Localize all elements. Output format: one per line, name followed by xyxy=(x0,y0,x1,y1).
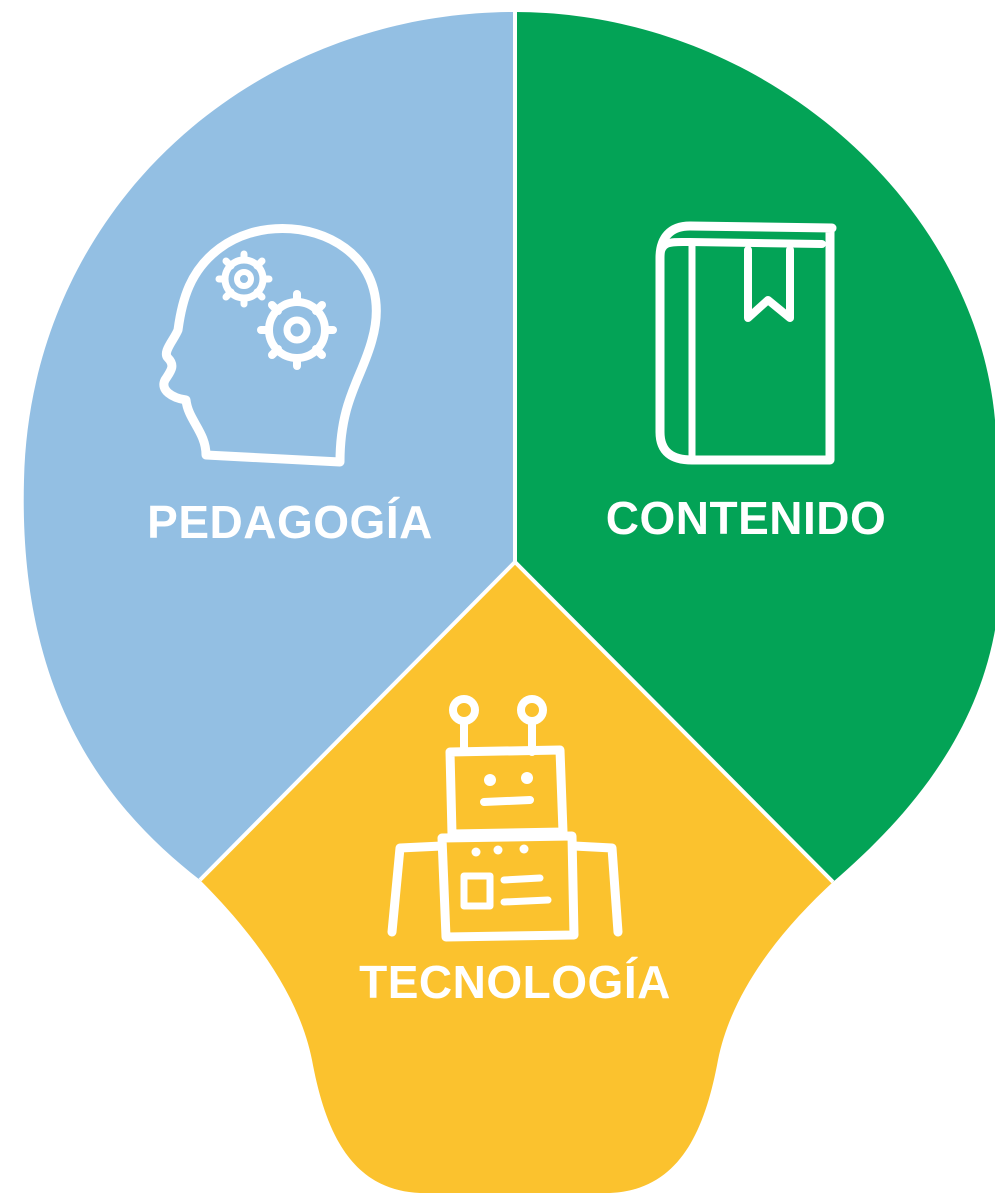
contenido-section xyxy=(515,12,995,882)
book-with-bookmark-icon xyxy=(655,221,837,465)
head-with-gears-icon xyxy=(159,224,381,467)
divider-left xyxy=(198,560,517,882)
divider-right xyxy=(513,560,835,884)
robot-icon xyxy=(387,695,623,942)
pedagogia-label: PEDAGOGÍA xyxy=(147,496,433,548)
tecnologia-label: TECNOLOGÍA xyxy=(359,956,671,1008)
contenido-label: CONTENIDO xyxy=(606,492,887,544)
pedagogia-section xyxy=(23,12,515,880)
